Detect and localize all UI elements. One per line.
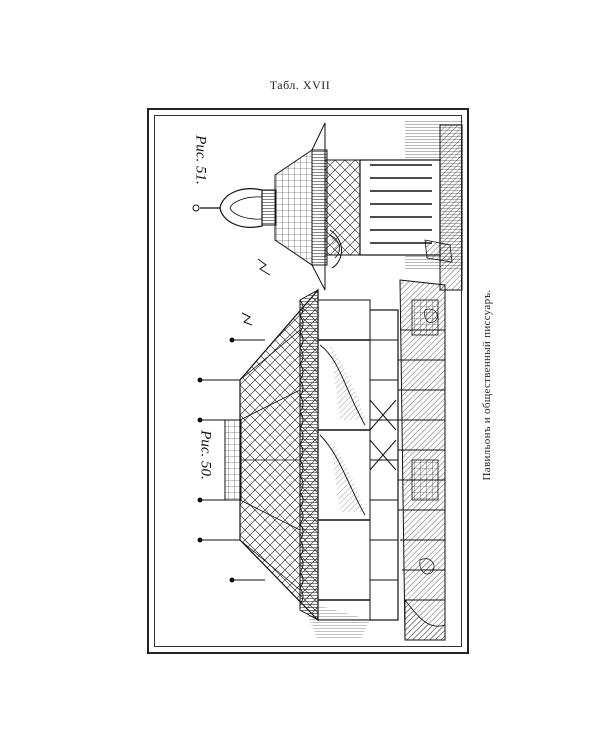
figure-50-drawing: [197, 258, 446, 641]
figure-51-label-text: Рис. 51.: [192, 135, 209, 185]
plate-frame: [147, 108, 469, 654]
plate-inner-frame: [154, 115, 462, 647]
plate-caption-text: Павильонъ и общественный писсуаръ.: [481, 289, 493, 481]
figure-50-label-text: Рис. 50.: [197, 430, 214, 480]
plate-number: Табл. XVII: [269, 78, 331, 92]
figure-51-drawing: [192, 120, 463, 291]
